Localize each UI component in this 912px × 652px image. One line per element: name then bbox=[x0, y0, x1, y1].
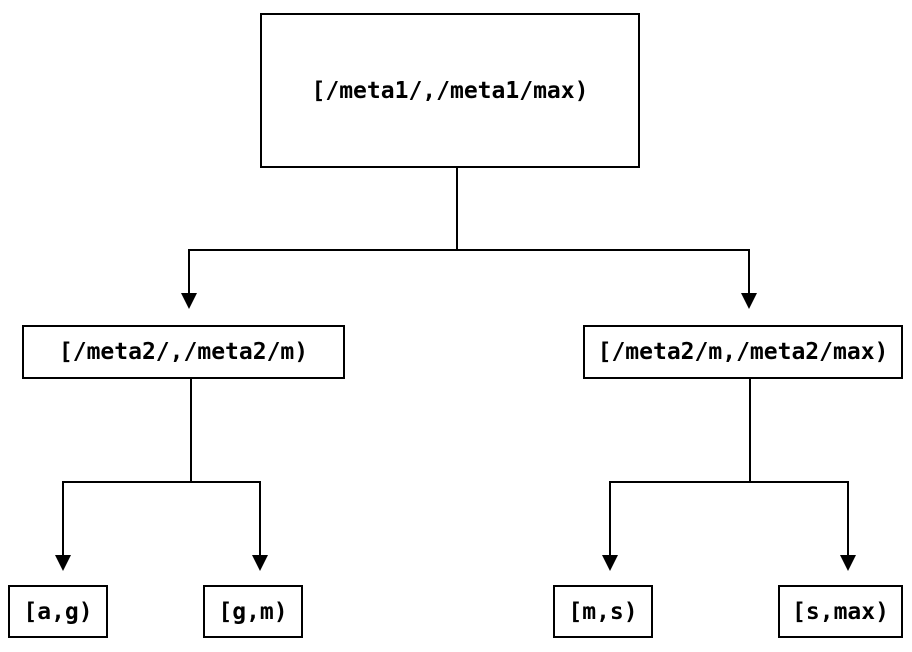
arrowhead-to-leaf-smax bbox=[840, 555, 856, 571]
node-leaf-gm: [g,m) bbox=[203, 585, 303, 638]
node-leaf-ag-label: [a,g) bbox=[23, 598, 93, 625]
node-leaf-smax: [s,max) bbox=[778, 585, 903, 638]
node-leaf-ms-label: [m,s) bbox=[568, 598, 638, 625]
node-meta2-left-label: [/meta2/,/meta2/m) bbox=[58, 339, 309, 365]
node-leaf-ag: [a,g) bbox=[8, 585, 108, 638]
arrowhead-to-leaf-ag bbox=[55, 555, 71, 571]
arrowhead-to-meta2-left bbox=[181, 293, 197, 309]
node-meta2-left: [/meta2/,/meta2/m) bbox=[22, 325, 345, 379]
node-root: [/meta1/,/meta1/max) bbox=[260, 13, 640, 168]
node-leaf-ms: [m,s) bbox=[553, 585, 653, 638]
arrowhead-to-leaf-gm bbox=[252, 555, 268, 571]
arrowhead-to-leaf-ms bbox=[602, 555, 618, 571]
arrowhead-to-meta2-right bbox=[741, 293, 757, 309]
node-meta2-right-label: [/meta2/m,/meta2/max) bbox=[597, 339, 889, 365]
node-leaf-smax-label: [s,max) bbox=[792, 598, 889, 625]
node-root-label: [/meta1/,/meta1/max) bbox=[311, 77, 589, 104]
node-meta2-right: [/meta2/m,/meta2/max) bbox=[583, 325, 903, 379]
node-leaf-gm-label: [g,m) bbox=[218, 598, 288, 625]
